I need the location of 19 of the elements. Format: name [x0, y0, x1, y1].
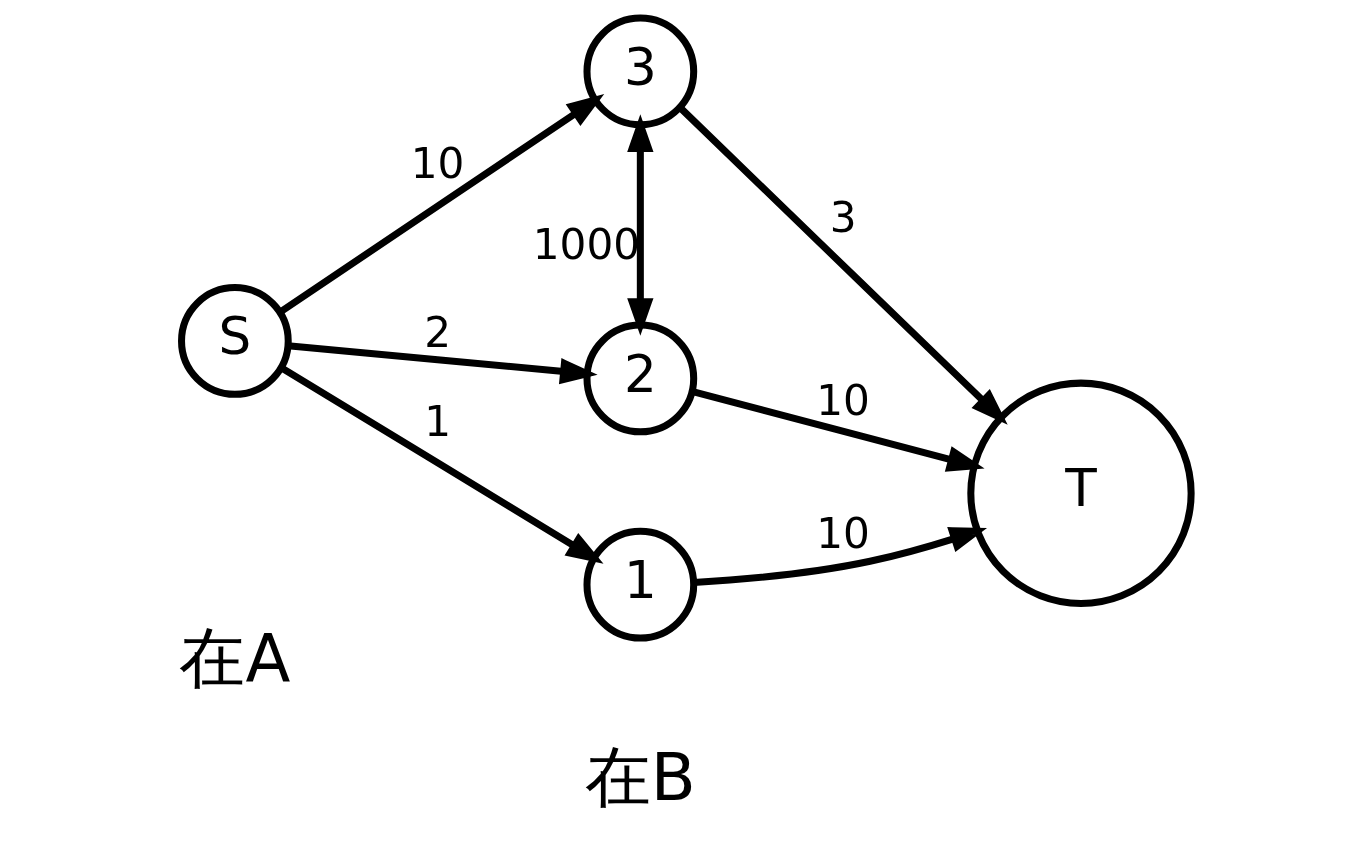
- edge-label: 1: [423, 396, 451, 446]
- label: 在A: [178, 619, 290, 696]
- node-circle: T: [966, 379, 1195, 607]
- edge-label: 10: [410, 138, 464, 188]
- node-circle: 1: [583, 527, 697, 642]
- arrow: [626, 113, 653, 336]
- edge-label: 10: [815, 375, 870, 425]
- node-circle: 3: [583, 14, 697, 128]
- edge-label: 10: [815, 508, 870, 558]
- node-circle: 2: [583, 321, 697, 435]
- edge-label: 1000: [532, 219, 640, 269]
- arrow: [277, 93, 604, 315]
- edge-label: 2: [423, 307, 451, 357]
- node-circle: S: [177, 283, 292, 398]
- edge-label: 3: [829, 192, 856, 242]
- arrow: [693, 526, 987, 586]
- arrow: [287, 341, 598, 384]
- label: 在B: [584, 738, 696, 815]
- arrow: [676, 104, 1008, 425]
